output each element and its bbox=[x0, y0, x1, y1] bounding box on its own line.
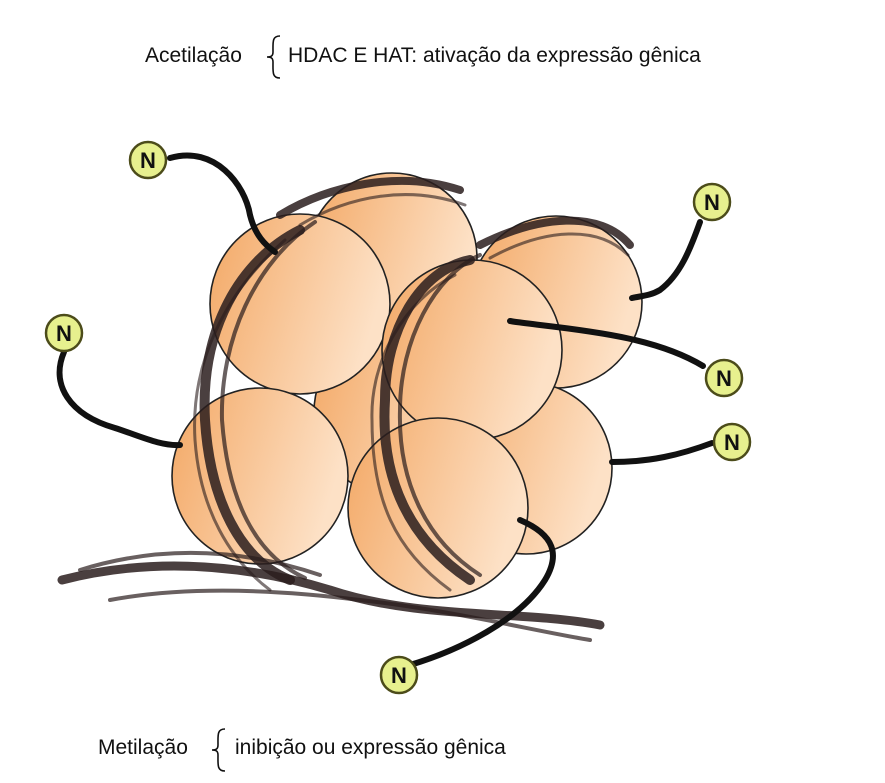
tail-3 bbox=[632, 222, 700, 298]
histone-front-bottom bbox=[348, 418, 528, 598]
n-terminal-1: N bbox=[130, 142, 166, 178]
n-terminal-3: N bbox=[694, 184, 730, 220]
methylation-term: Metilação bbox=[98, 736, 188, 760]
methylation-brace bbox=[209, 727, 229, 773]
svg-text:N: N bbox=[391, 663, 407, 688]
n-terminal-5: N bbox=[714, 424, 750, 460]
tail-2 bbox=[60, 352, 180, 445]
svg-text:N: N bbox=[724, 430, 740, 455]
n-terminal-6: N bbox=[381, 657, 417, 693]
svg-text:N: N bbox=[140, 148, 156, 173]
svg-text:N: N bbox=[704, 190, 720, 215]
tail-1 bbox=[170, 155, 275, 252]
svg-text:N: N bbox=[716, 366, 732, 391]
histone-left-bottom bbox=[172, 388, 348, 564]
n-terminal-4: N bbox=[706, 360, 742, 396]
svg-text:N: N bbox=[56, 321, 72, 346]
n-terminal-2: N bbox=[46, 315, 82, 351]
histone-left-top bbox=[210, 214, 390, 394]
tail-5 bbox=[612, 443, 712, 462]
methylation-description: inibição ou expressão gênica bbox=[235, 736, 506, 760]
